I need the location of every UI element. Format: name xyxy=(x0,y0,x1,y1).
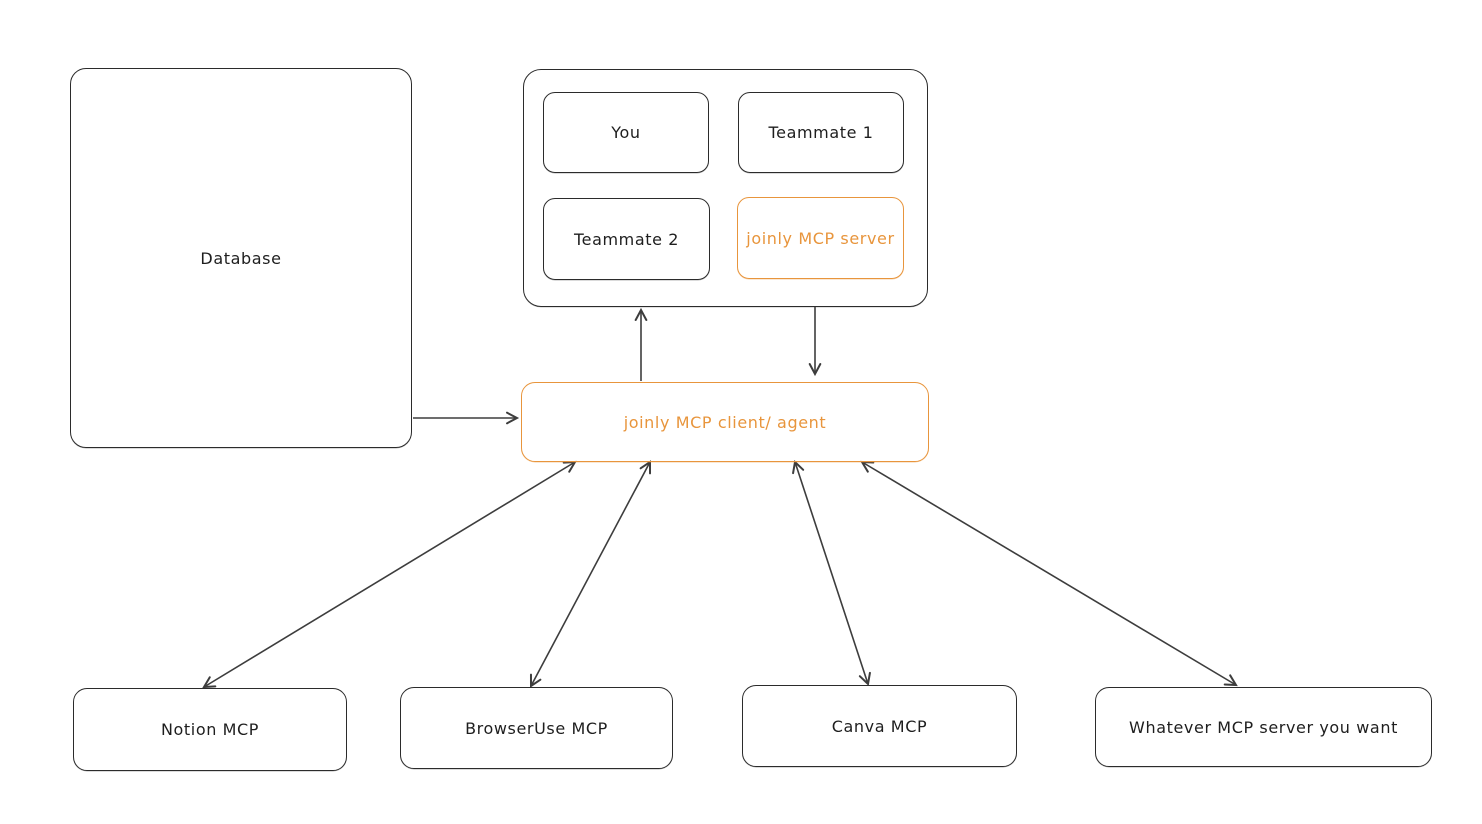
you-node: You xyxy=(543,92,709,173)
meeting-group-node xyxy=(523,69,928,307)
arrow-client-whatever xyxy=(860,460,1238,687)
whatever-mcp-node: Whatever MCP server you want xyxy=(1095,687,1432,767)
teammate-2-label: Teammate 2 xyxy=(573,229,680,249)
database-label: Database xyxy=(200,248,282,268)
you-label: You xyxy=(611,123,641,142)
arrow-client-notion xyxy=(202,460,577,689)
notion-mcp-label: Notion MCP xyxy=(160,720,260,739)
joinly-mcp-server-label: joinly MCP server xyxy=(746,228,895,248)
browseruse-mcp-label: BrowserUse MCP xyxy=(465,718,608,738)
joinly-mcp-client-node: joinly MCP client/ agent xyxy=(521,382,929,462)
canva-mcp-label: Canva MCP xyxy=(831,716,928,736)
whatever-mcp-label: Whatever MCP server you want xyxy=(1129,717,1398,737)
database-node: Database xyxy=(70,68,412,448)
arrow-client-browseruse xyxy=(529,460,652,688)
notion-mcp-node: Notion MCP xyxy=(73,688,347,771)
browseruse-mcp-node: BrowserUse MCP xyxy=(400,687,673,769)
canva-mcp-node: Canva MCP xyxy=(742,685,1017,767)
teammate-1-node: Teammate 1 xyxy=(738,92,904,173)
joinly-mcp-server-node: joinly MCP server xyxy=(737,197,904,279)
teammate-1-label: Teammate 1 xyxy=(768,123,874,142)
joinly-mcp-client-label: joinly MCP client/ agent xyxy=(623,412,827,432)
arrow-client-canva xyxy=(792,459,871,687)
teammate-2-node: Teammate 2 xyxy=(543,198,710,280)
